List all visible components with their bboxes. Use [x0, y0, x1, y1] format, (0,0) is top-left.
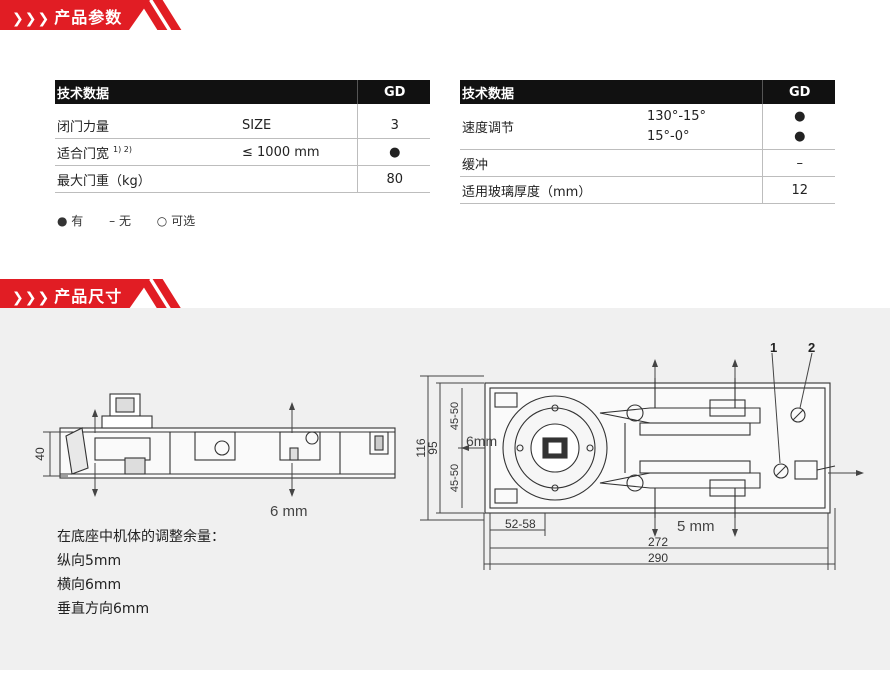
dim-45-50-top: 45-50	[449, 402, 461, 430]
table-row: 适用玻璃厚度（mm） 12	[460, 176, 835, 204]
row-value: 80	[356, 165, 430, 193]
note-vertical: 垂直方向6mm	[57, 601, 150, 617]
side-view	[59, 393, 396, 479]
callout-1: 1	[770, 340, 777, 355]
row-spec: ≤ 1000 mm	[240, 138, 357, 166]
dim-95: 95	[426, 441, 440, 455]
row-label: 适合门宽	[57, 146, 110, 162]
footnote-ref: 1) 2)	[113, 145, 132, 155]
header-label: 技术数据	[55, 80, 357, 104]
note-adjust-title: 在底座中机体的调整余量：	[57, 529, 225, 545]
dim-6mm: 6mm	[466, 433, 497, 449]
row-label: 速度调节	[460, 104, 645, 150]
row-value: –	[761, 149, 835, 177]
callout-2: 2	[808, 340, 815, 355]
section-banner-params: ❯❯❯产品参数	[0, 0, 182, 30]
legend-none: – 无	[109, 214, 131, 228]
dimension-drawing-area: 40 6 mm	[0, 308, 890, 670]
note-longitudinal: 纵向5mm	[57, 553, 122, 569]
row-spec: 15°-0°	[647, 128, 690, 144]
section-title: 产品参数	[54, 8, 123, 27]
dim-vertical-adjust: 6 mm	[270, 503, 308, 520]
dim-272: 272	[648, 535, 668, 549]
dim-116: 116	[414, 438, 428, 457]
header-gd: GD	[356, 80, 430, 104]
row-label: 缓冲	[460, 149, 645, 177]
section-banner-dimensions: ❯❯❯产品尺寸	[0, 279, 182, 309]
row-value: ●	[356, 138, 430, 166]
table-row: 缓冲 –	[460, 149, 835, 177]
legend-optional: ○ 可选	[156, 214, 196, 228]
spec-table-right: 技术数据 GD 速度调节 130°-15° 15°-0° ● ● 缓冲 – 适用…	[460, 80, 835, 204]
side-view-dimensions	[43, 402, 295, 497]
legend-has: ● 有	[57, 214, 84, 228]
dim-290: 290	[648, 551, 668, 565]
row-value: 12	[761, 176, 835, 204]
dim-height: 40	[33, 447, 47, 461]
table-header-row: 技术数据 GD	[55, 80, 430, 104]
row-value: 3	[356, 104, 430, 139]
legend: ● 有 – 无 ○ 可选	[57, 212, 217, 229]
row-value: ●	[794, 108, 806, 124]
dim-5mm: 5 mm	[677, 518, 715, 535]
header-label: 技术数据	[460, 80, 762, 104]
table-row: 速度调节 130°-15° 15°-0° ● ●	[460, 104, 835, 150]
dim-52-58: 52-58	[505, 517, 536, 531]
row-label: 最大门重（kg）	[57, 173, 151, 189]
top-view-dimensions	[420, 352, 864, 570]
row-spec	[240, 165, 357, 193]
table-header-row: 技术数据 GD	[460, 80, 835, 104]
table-row: 闭门力量 SIZE 3	[55, 104, 430, 139]
note-lateral: 横向6mm	[57, 577, 122, 593]
chevrons-icon: ❯❯❯	[12, 290, 51, 306]
dim-45-50-bottom: 45-50	[449, 464, 461, 492]
chevrons-icon: ❯❯❯	[12, 11, 51, 27]
section-title: 产品尺寸	[54, 287, 123, 306]
row-spec: SIZE	[240, 104, 357, 139]
row-spec: 130°-15°	[647, 108, 707, 124]
row-label: 闭门力量	[57, 119, 110, 135]
table-row: 最大门重（kg） 80	[55, 165, 430, 193]
top-view	[484, 378, 836, 518]
dimension-drawing: 40 6 mm	[33, 340, 864, 570]
header-gd: GD	[761, 80, 835, 104]
row-value: ●	[794, 128, 806, 144]
row-label: 适用玻璃厚度（mm）	[460, 176, 645, 204]
